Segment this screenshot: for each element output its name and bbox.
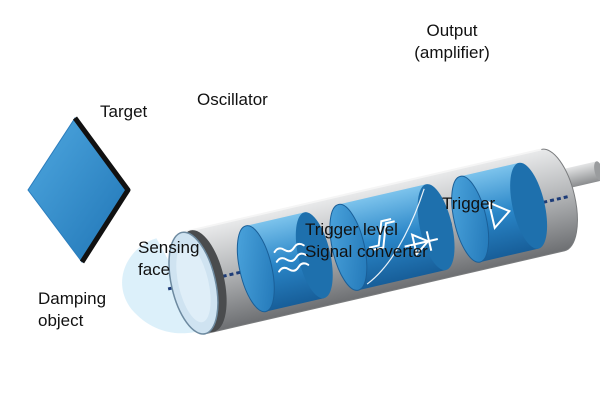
- signal-converter-line: Signal converter: [305, 242, 428, 261]
- sensing-face-line2: face: [138, 260, 171, 279]
- trigger-label: Trigger: [442, 194, 496, 213]
- output-label-line1: Output: [426, 21, 478, 40]
- trigger-level-hysteresis-icon: [368, 218, 395, 251]
- target-label: Target: [100, 102, 148, 121]
- oscillator-module: [236, 212, 333, 313]
- sensing-face-label: Sensing face: [138, 237, 199, 281]
- trigger-level-module: [329, 184, 455, 291]
- target-edge: [72, 116, 131, 264]
- output-label-line2: (amplifier): [414, 43, 490, 62]
- diode-icon: [404, 231, 439, 257]
- trigger-level-label: Trigger level Signal converter: [305, 219, 428, 263]
- sensing-face-line1: Sensing: [138, 238, 200, 257]
- oscillator-wave-icon: [273, 242, 310, 273]
- oscillator-label: Oscillator: [197, 90, 268, 109]
- damping-object-label: Damping object: [38, 288, 106, 332]
- amplifier-triangle-icon: [487, 200, 512, 231]
- damping-object: [27, 116, 131, 264]
- amplifier-module: [451, 162, 548, 263]
- trigger-level-line: Trigger level: [305, 220, 398, 239]
- sensing-face: [168, 230, 227, 335]
- damping-object-line2: object: [38, 311, 84, 330]
- output-label: Output (amplifier): [402, 20, 502, 64]
- damping-object-line1: Damping: [38, 289, 107, 308]
